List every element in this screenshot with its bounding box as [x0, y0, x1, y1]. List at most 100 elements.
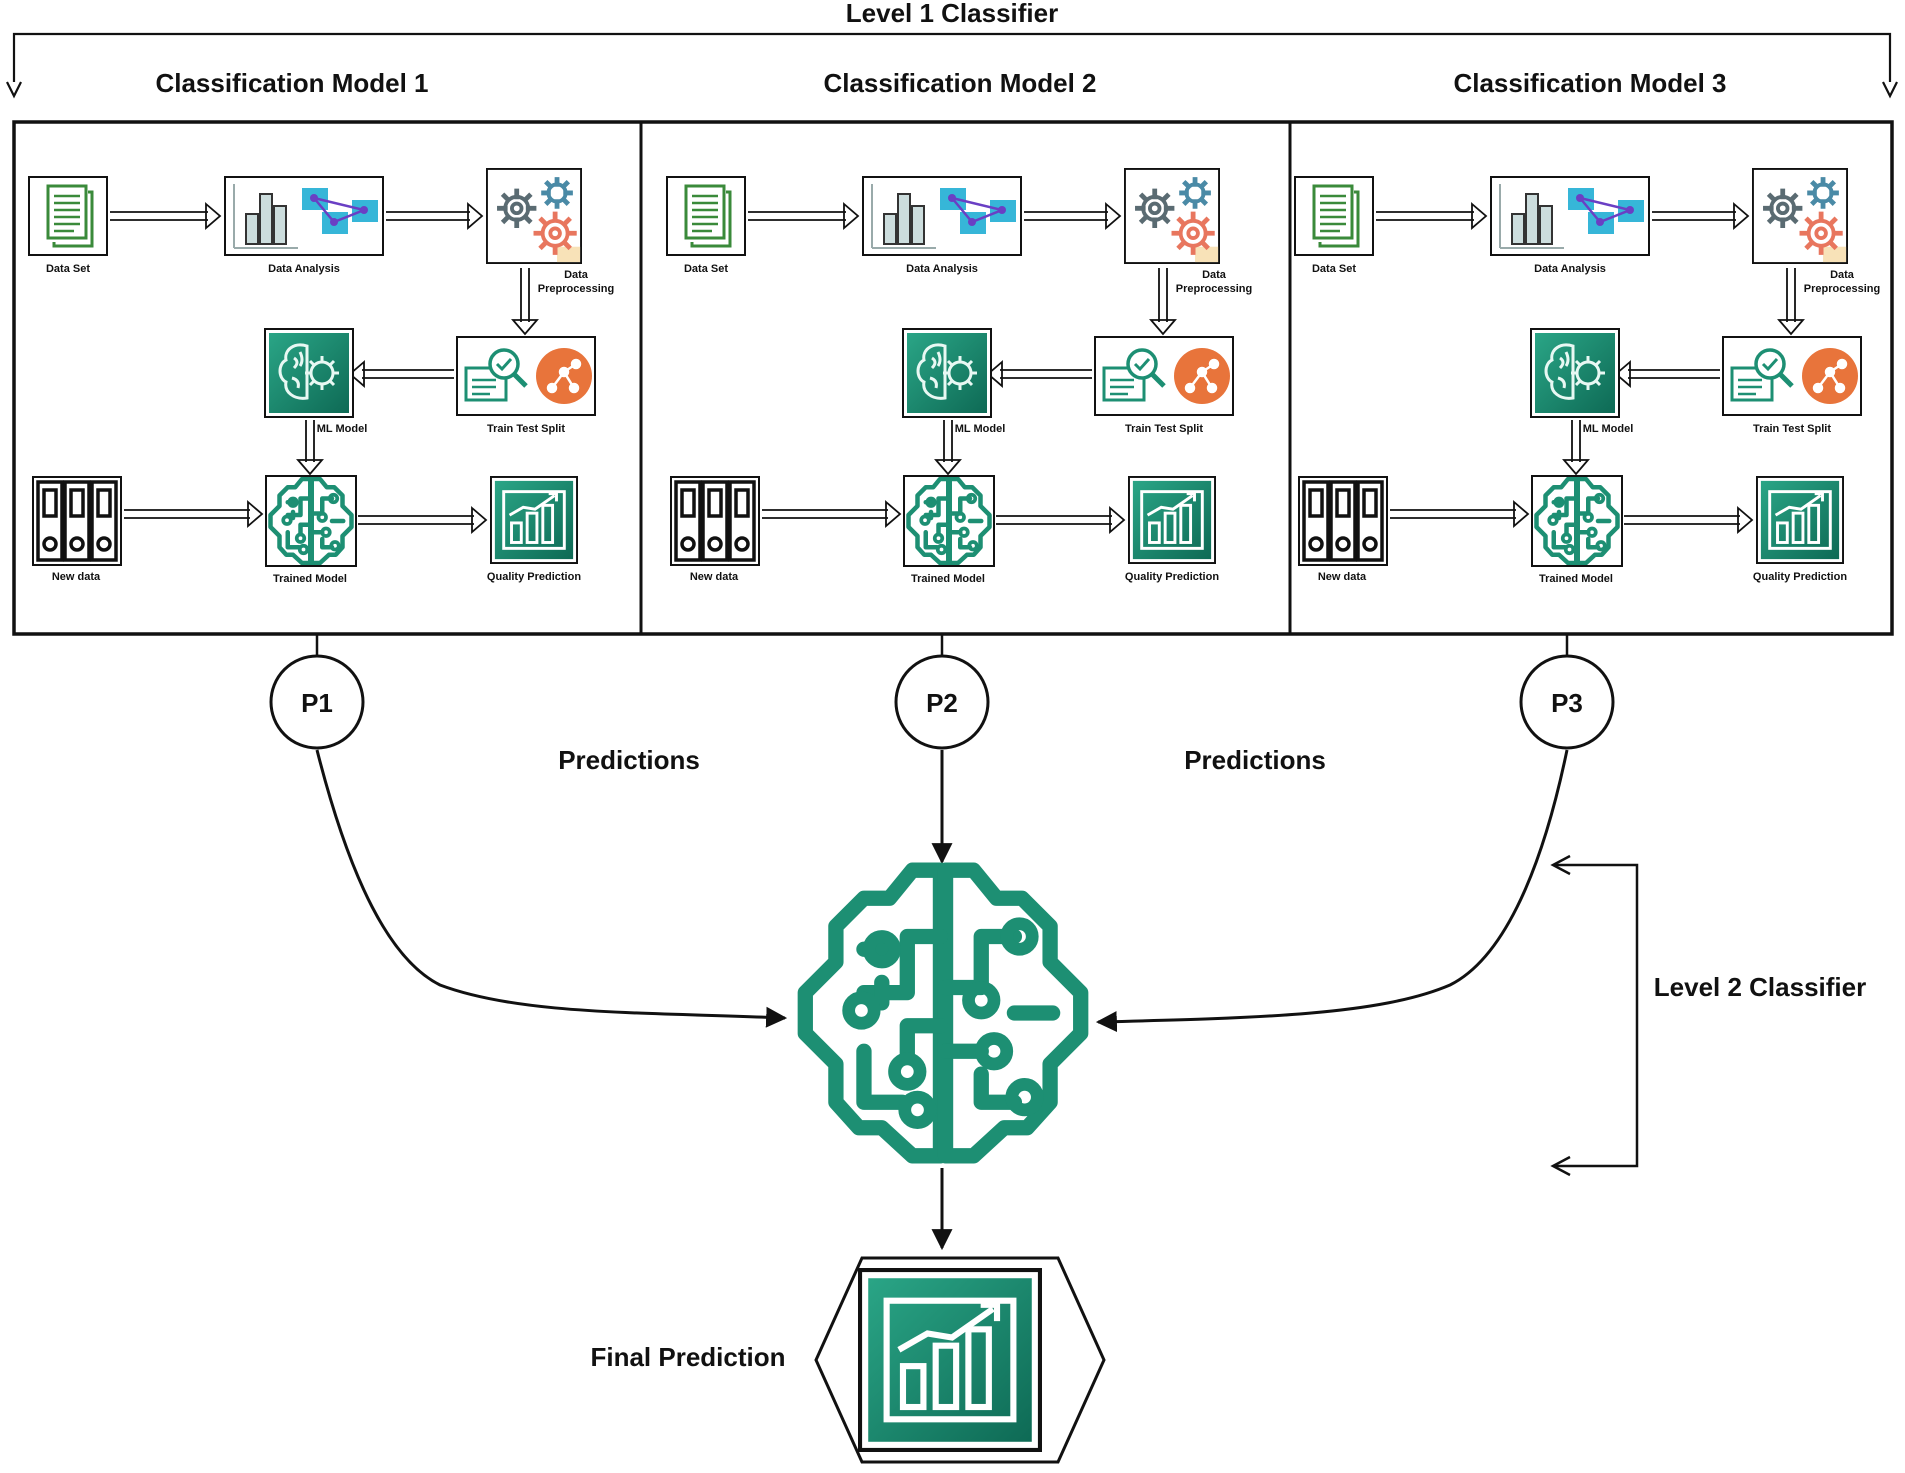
arrow-analysis-to-preprocessing [1652, 202, 1750, 230]
arrow-split-to-ml-model [348, 360, 454, 388]
quality-prediction-label: Quality Prediction [1125, 571, 1219, 583]
quality-prediction-label: Quality Prediction [1753, 571, 1847, 583]
level2-arrow-top [1550, 854, 1571, 876]
new-data-label: New data [690, 571, 739, 583]
ml-model-icon [1530, 328, 1620, 418]
trained-model-icon [271, 479, 352, 563]
arrow-split-to-ml-model [1614, 360, 1720, 388]
new-data-icon [1298, 476, 1388, 566]
level2-bracket [1555, 863, 1639, 1168]
trained-model-icon [1537, 479, 1618, 563]
final-prediction-label: Final Prediction [590, 1342, 785, 1372]
p2-label: P2 [926, 688, 958, 718]
ml-model-label: ML Model [317, 423, 368, 435]
data-analysis-label: Data Analysis [268, 263, 340, 275]
quality-prediction-icon [1756, 476, 1844, 564]
arrow-split-to-ml-model [986, 360, 1092, 388]
arrow-ml-to-trained [934, 420, 962, 476]
arrow-analysis-to-preprocessing [386, 202, 484, 230]
model-3-title: Classification Model 3 [1453, 68, 1726, 98]
level1-arrow-right [1882, 81, 1898, 99]
arrow-dataset-to-analysis [1376, 202, 1488, 230]
level1-arrow-left [6, 81, 22, 99]
data-set-label: Data Set [46, 263, 90, 275]
p3-to-meta-arrow [1095, 749, 1569, 1033]
quality-prediction-label: Quality Prediction [487, 571, 581, 583]
data-preprocessing-label-1: Data [1830, 269, 1855, 281]
p1-label: P1 [301, 688, 333, 718]
train-test-split-label: Train Test Split [1753, 423, 1831, 435]
arrow-dataset-to-analysis [748, 202, 860, 230]
level1-bracket [12, 32, 1892, 82]
arrow-ml-to-trained [296, 420, 324, 476]
data-preprocessing-label-1: Data [564, 269, 589, 281]
prediction-node-p2: P2 [894, 654, 990, 750]
data-analysis-label: Data Analysis [906, 263, 978, 275]
arrow-newdata-to-trained [762, 500, 902, 528]
arrow-preprocessing-to-split [511, 268, 539, 336]
data-set-icon [1294, 176, 1374, 256]
data-preprocessing-label-2: Preprocessing [1804, 283, 1880, 295]
p1-to-meta-arrow [315, 749, 788, 1028]
quality-prediction-icon [490, 476, 578, 564]
data-preprocessing-label-1: Data [1202, 269, 1227, 281]
trained-model-label: Trained Model [1539, 573, 1613, 585]
data-preprocessing-label-2: Preprocessing [538, 283, 614, 295]
ml-model-label: ML Model [955, 423, 1006, 435]
train-test-split-icon [1723, 337, 1861, 415]
data-preprocessing-icon [1125, 169, 1219, 263]
trained-model-frame [1531, 475, 1623, 567]
train-test-split-icon [1095, 337, 1233, 415]
trained-model-frame [903, 475, 995, 567]
prediction-node-p3: P3 [1519, 654, 1615, 750]
quality-prediction-icon [1128, 476, 1216, 564]
model-2-title: Classification Model 2 [823, 68, 1096, 98]
predictions-label-left: Predictions [558, 745, 700, 775]
arrow-dataset-to-analysis [110, 202, 222, 230]
data-preprocessing-label-2: Preprocessing [1176, 283, 1252, 295]
level1-models-container [12, 120, 1894, 636]
level2-label: Level 2 Classifier [1654, 972, 1866, 1002]
arrow-preprocessing-to-split [1149, 268, 1177, 336]
arrow-newdata-to-trained [1390, 500, 1530, 528]
level1-title: Level 1 Classifier [846, 0, 1058, 28]
train-test-split-icon [457, 337, 595, 415]
data-analysis-icon [224, 176, 384, 256]
arrow-analysis-to-preprocessing [1024, 202, 1122, 230]
new-data-label: New data [1318, 571, 1367, 583]
data-analysis-icon [1490, 176, 1650, 256]
new-data-icon [670, 476, 760, 566]
data-set-label: Data Set [684, 263, 728, 275]
ml-model-icon [264, 328, 354, 418]
data-set-icon [28, 176, 108, 256]
arrow-trained-to-quality [996, 506, 1126, 534]
meta-learner-brain-icon [805, 870, 1080, 1156]
data-set-icon [666, 176, 746, 256]
p3-label: P3 [1551, 688, 1583, 718]
trained-model-icon [909, 479, 990, 563]
data-set-label: Data Set [1312, 263, 1356, 275]
level2-arrow-bottom [1550, 1155, 1571, 1177]
new-data-icon [32, 476, 122, 566]
trained-model-label: Trained Model [911, 573, 985, 585]
train-test-split-label: Train Test Split [487, 423, 565, 435]
model-1-title: Classification Model 1 [155, 68, 428, 98]
new-data-label: New data [52, 571, 101, 583]
trained-model-frame [265, 475, 357, 567]
ml-model-icon [902, 328, 992, 418]
arrow-newdata-to-trained [124, 500, 264, 528]
arrow-trained-to-quality [1624, 506, 1754, 534]
final-prediction-chart-icon [860, 1270, 1040, 1450]
arrow-preprocessing-to-split [1777, 268, 1805, 336]
arrow-ml-to-trained [1562, 420, 1590, 476]
ml-model-label: ML Model [1583, 423, 1634, 435]
data-analysis-label: Data Analysis [1534, 263, 1606, 275]
predictions-label-right: Predictions [1184, 745, 1326, 775]
trained-model-label: Trained Model [273, 573, 347, 585]
arrow-trained-to-quality [358, 506, 488, 534]
data-preprocessing-icon [1753, 169, 1847, 263]
